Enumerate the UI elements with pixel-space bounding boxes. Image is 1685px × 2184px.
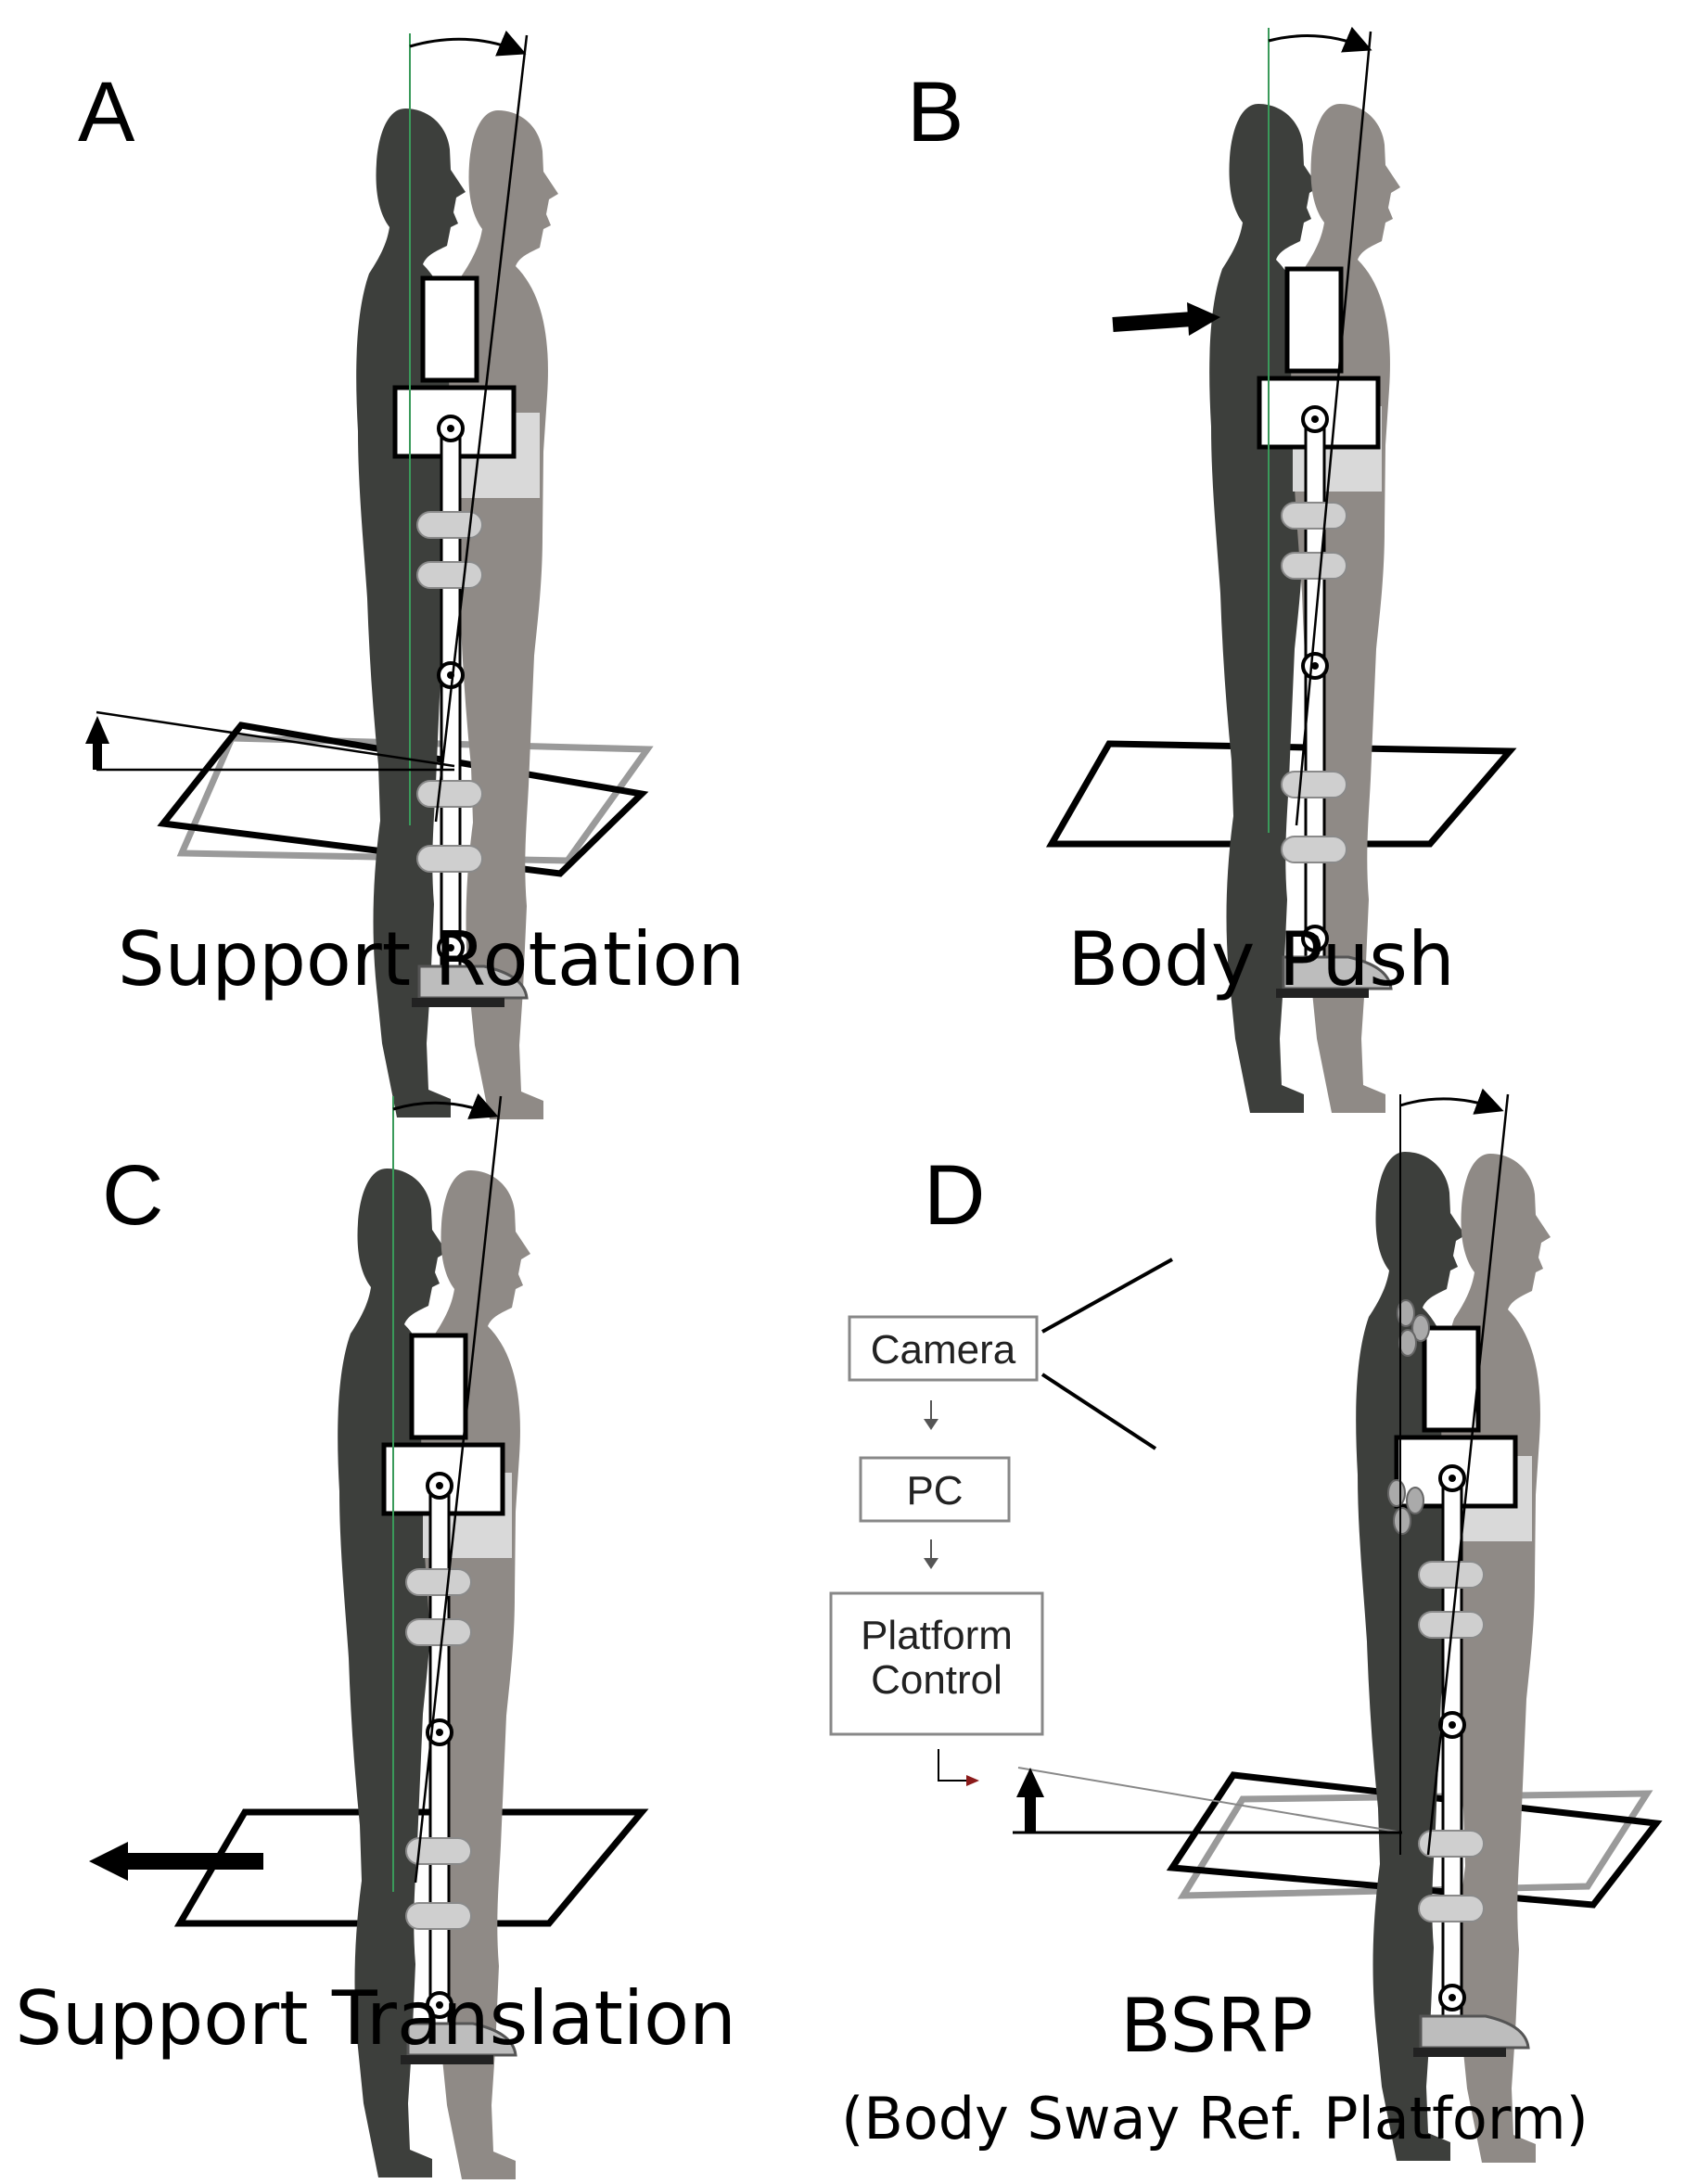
- flow-arrow-1-icon: [924, 1419, 938, 1430]
- control-signal-arrow-icon: [966, 1775, 979, 1786]
- motion-markers: [1387, 1299, 1430, 1535]
- camera-box: [848, 1315, 1039, 1382]
- pc-label: PC: [906, 1468, 963, 1513]
- translation-arrow-icon: [89, 1842, 128, 1881]
- panel-c-letter: C: [102, 1148, 163, 1243]
- panel-c-caption: Support Translation: [15, 1975, 736, 2062]
- panel-c: C Support Translation: [15, 1093, 736, 2179]
- sway-angle-arrow: [392, 1093, 499, 1119]
- camera-view-line-lower: [1040, 1373, 1157, 1450]
- panel-a: A Support Rotation: [78, 30, 745, 1119]
- flow-arrow-2-icon: [924, 1558, 938, 1569]
- sway-line: [414, 1095, 503, 1884]
- panel-b-letter: B: [907, 65, 964, 160]
- tilt-up-arrow-shaft: [1025, 1795, 1036, 1833]
- panel-d-caption: BSRP: [1120, 1983, 1313, 2069]
- tilt-up-arrow-icon: [1016, 1768, 1044, 1797]
- tilt-up-arrow-shaft: [93, 742, 102, 770]
- sway-angle-arrow: [409, 30, 527, 57]
- platform-control-box: [829, 1591, 1044, 1736]
- panel-d-subcaption: (Body Sway Ref. Platform): [841, 2085, 1589, 2152]
- control-signal-line: [938, 1749, 968, 1782]
- panel-a-caption: Support Rotation: [118, 916, 745, 1003]
- tilt-line: [1017, 1767, 1403, 1833]
- panel-b: B Body Push: [907, 26, 1517, 1113]
- platform: [173, 1808, 649, 1927]
- push-arrow-icon: [1187, 302, 1220, 336]
- pc-box: [859, 1456, 1011, 1523]
- platform: [1045, 740, 1517, 848]
- sway-angle-arrow: [1268, 26, 1372, 53]
- sway-line: [434, 34, 529, 823]
- panel-a-letter: A: [78, 65, 135, 160]
- tilt-line: [96, 710, 455, 768]
- camera-label: Camera: [871, 1327, 1016, 1373]
- sway-line: [1295, 31, 1372, 826]
- platform-control-label-line1: Platform: [861, 1613, 1013, 1658]
- panel-b-caption: Body Push: [1067, 916, 1454, 1003]
- tilt-up-arrow-icon: [85, 716, 109, 744]
- sway-line: [1426, 1093, 1510, 1856]
- panel-d: D Camera PC Platform: [829, 1088, 1663, 2163]
- platform-control-label-line2: Control: [871, 1657, 1002, 1703]
- panel-d-letter: D: [924, 1148, 985, 1243]
- camera-view-line-upper: [1041, 1258, 1173, 1334]
- push-arrow-shaft: [1112, 312, 1194, 332]
- sway-angle-arrow: [1399, 1088, 1504, 1115]
